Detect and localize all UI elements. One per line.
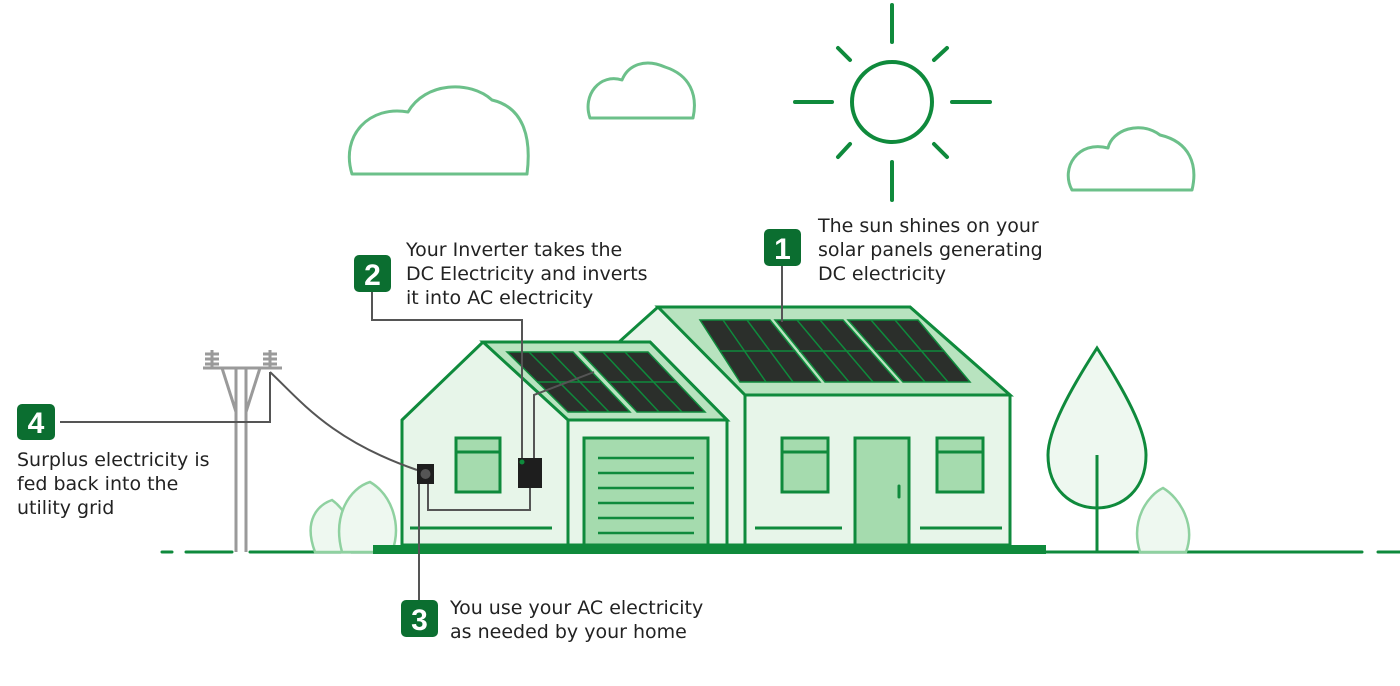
svg-text:it into AC electricity: it into AC electricity: [406, 287, 593, 309]
wiring: [60, 255, 595, 605]
window: [935, 436, 985, 494]
utility-pole-icon: [203, 350, 282, 552]
step-text-2: Your Inverter takes the DC Electricity a…: [405, 239, 648, 309]
cloud-icon: [347, 85, 530, 176]
svg-text:solar panels generating: solar panels generating: [818, 239, 1043, 261]
svg-text:4: 4: [28, 407, 45, 440]
step-text-3: You use your AC electricity as needed by…: [449, 597, 703, 643]
step-badge-1: 1: [764, 229, 801, 266]
svg-text:DC Electricity and inverts: DC Electricity and inverts: [406, 263, 648, 285]
svg-text:3: 3: [411, 604, 428, 637]
tree-icon: [1046, 345, 1148, 552]
svg-text:as needed by your home: as needed by your home: [450, 621, 687, 643]
svg-text:DC electricity: DC electricity: [818, 263, 946, 285]
svg-text:The sun shines on your: The sun shines on your: [817, 215, 1039, 237]
cloud-icon: [1066, 126, 1196, 192]
cloud-icon: [586, 61, 696, 120]
window: [780, 436, 830, 494]
svg-text:You use your AC electricity: You use your AC electricity: [449, 597, 703, 619]
step-badge-3: 3: [401, 600, 438, 637]
step-text-1: The sun shines on your solar panels gene…: [817, 215, 1043, 285]
svg-text:utility grid: utility grid: [17, 497, 114, 519]
sun-icon: [793, 3, 992, 202]
bush-icon: [337, 480, 398, 554]
svg-text:fed back into the: fed back into the: [17, 473, 178, 495]
garage-house: [400, 340, 731, 547]
solar-panels-main: [698, 319, 972, 383]
svg-text:Your Inverter takes the: Your Inverter takes the: [405, 239, 622, 261]
svg-text:Surplus electricity is: Surplus electricity is: [17, 449, 210, 471]
step-badge-2: 2: [354, 255, 391, 292]
front-door: [853, 436, 911, 547]
garage-door: [582, 436, 710, 547]
svg-text:2: 2: [364, 259, 381, 292]
window: [454, 436, 502, 494]
step-text-4: Surplus electricity is fed back into the…: [17, 449, 210, 519]
house-foundation: [373, 545, 1046, 554]
step-badge-4: 4: [17, 404, 55, 440]
bush-icon: [1135, 486, 1191, 554]
svg-text:1: 1: [774, 233, 791, 266]
